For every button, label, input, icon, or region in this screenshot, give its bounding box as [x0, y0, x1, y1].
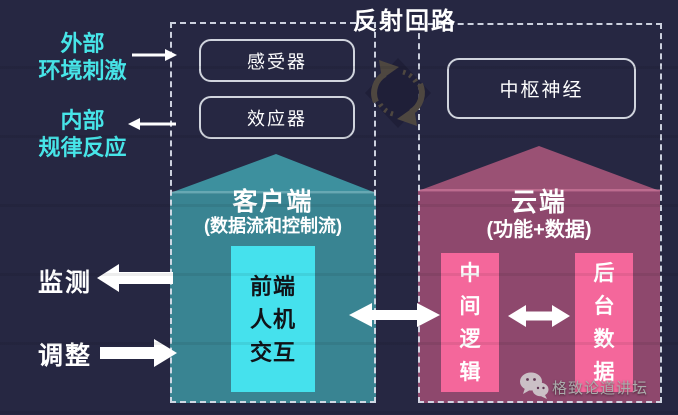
middle-logic-box: 中 间 逻 辑	[441, 253, 499, 392]
central-nerve-node: 中枢神经	[447, 58, 636, 119]
cloud-title: 云端	[510, 187, 567, 217]
middle-logic-char: 逻	[459, 327, 481, 351]
receptor-node: 感受器	[199, 39, 355, 82]
internal-response-line: 规律反应	[38, 135, 127, 160]
adjust-right-arrow-icon	[100, 339, 177, 367]
internal-response-label: 内部 规律反应	[10, 107, 155, 161]
frontend-line: 人机	[249, 306, 296, 332]
wechat-icon	[520, 372, 549, 399]
backend-data-box: 后 台 数 据	[575, 253, 633, 392]
client-subtitle: (数据流和控制流)	[204, 216, 342, 236]
watermark-label: 格致论道讲坛	[552, 380, 649, 397]
external-stimulus-line: 环境刺激	[38, 58, 127, 83]
middle-logic-char: 间	[459, 294, 481, 318]
monitor-left-arrow-icon	[97, 264, 173, 292]
frontend-line: 交互	[249, 339, 296, 365]
frontend-hmi-box: 前端 人机 交互	[231, 246, 315, 392]
external-stimulus-line: 外部	[60, 31, 105, 56]
middle-logic-char: 中	[459, 261, 481, 285]
effector-node: 效应器	[199, 96, 355, 139]
backend-data-char: 后	[593, 261, 615, 285]
internal-response-line: 内部	[60, 108, 105, 133]
backend-data-char: 台	[593, 294, 615, 318]
sync-icon	[365, 58, 431, 128]
client-cloud-double-arrow-icon	[349, 303, 440, 327]
backend-data-char: 数	[593, 327, 615, 351]
stimulus-right-arrow-icon	[132, 49, 177, 61]
adjust-label: 调整	[37, 342, 92, 370]
middle-logic-char: 辑	[459, 360, 481, 384]
backend-data-char: 据	[593, 360, 615, 384]
external-stimulus-label: 外部 环境刺激	[10, 30, 155, 84]
logic-data-double-arrow-icon	[508, 305, 570, 327]
frontend-line: 前端	[249, 273, 296, 299]
cloud-subtitle: (功能+数据)	[486, 219, 592, 241]
response-left-arrow-icon	[128, 118, 176, 130]
client-title: 客户端	[232, 188, 314, 216]
page-title: 反射回路	[353, 8, 457, 35]
monitor-label: 监测	[37, 269, 92, 297]
